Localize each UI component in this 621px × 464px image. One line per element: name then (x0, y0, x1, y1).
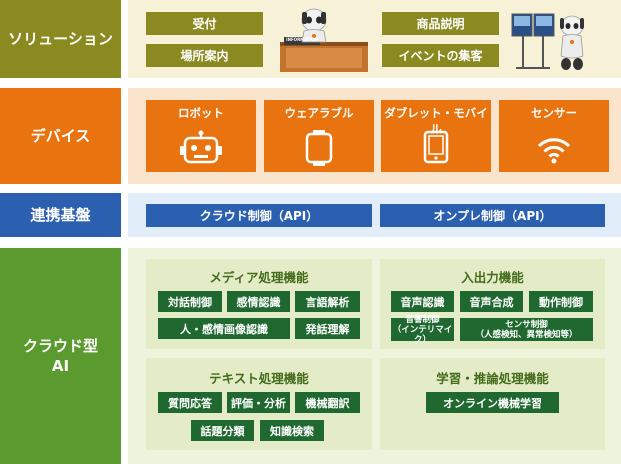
speech-synthesis-button[interactable]: 音声合成 (460, 291, 523, 312)
learning-inference-title: 学習・推論処理機能 (436, 371, 549, 386)
device-robot-label: ロボット (178, 106, 224, 120)
sound-control-sub: （インテリマイク） (392, 324, 453, 345)
robot-icon (180, 130, 222, 164)
device-sensor-label: センサー (531, 106, 577, 120)
media-processing-title: メディア処理機能 (209, 270, 309, 285)
dialogue-control-button[interactable]: 対話制御 (158, 291, 222, 312)
evaluation-analysis-button[interactable]: 評価・分析 (227, 392, 290, 413)
solution-reception-button[interactable]: 受付 (146, 12, 263, 35)
row-label-device: デバイス (0, 88, 121, 184)
sensor-control-button[interactable]: センサ制御 （人感検知、異常検知等） (460, 318, 593, 341)
utterance-understanding-button[interactable]: 発話理解 (295, 318, 360, 339)
io-title: 入出力機能 (461, 270, 524, 285)
sound-control-title: 音響制御 (405, 314, 440, 325)
row-label-cloud-ai: クラウド型 AI (0, 248, 121, 464)
device-tablet-tile[interactable]: ダブレット・モバイル (381, 100, 491, 172)
device-wearable-label: ウェアラブル (284, 106, 354, 120)
question-answering-button[interactable]: 質問応答 (158, 392, 222, 413)
machine-translation-button[interactable]: 機械翻訳 (295, 392, 360, 413)
tablet-icon (423, 130, 449, 164)
cloud-control-api-button[interactable]: クラウド制御（API） (146, 204, 372, 227)
device-sensor-tile[interactable]: センサー (499, 100, 609, 172)
onprem-control-api-button[interactable]: オンプレ制御（API） (380, 204, 605, 227)
sensor-control-title: センサ制御 (505, 319, 548, 330)
information-sign-text: INFORMATION (286, 37, 318, 42)
row-label-solution: ソリューション (0, 0, 121, 78)
solution-product-button[interactable]: 商品説明 (382, 12, 499, 35)
text-processing-title: テキスト処理機能 (209, 371, 309, 386)
motion-control-button[interactable]: 動作制御 (529, 291, 593, 312)
solution-event-button[interactable]: イベントの集客 (382, 44, 499, 67)
language-analysis-button[interactable]: 言語解析 (295, 291, 360, 312)
person-emotion-image-recognition-button[interactable]: 人・感情画像認識 (158, 318, 290, 339)
robot-reception-illustration (280, 8, 368, 72)
digital-signage-robot-illustration (511, 13, 584, 70)
wifi-signal-icon (537, 138, 571, 164)
device-robot-tile[interactable]: ロボット (146, 100, 256, 172)
row-label-link-platform: 連携基盤 (0, 193, 121, 237)
knowledge-search-button[interactable]: 知識検索 (260, 420, 324, 441)
sensor-control-sub: （人感検知、異常検知等） (475, 329, 578, 340)
sound-control-button[interactable]: 音響制御 （インテリマイク） (391, 314, 454, 345)
solution-directions-button[interactable]: 場所案内 (146, 44, 263, 67)
online-machine-learning-button[interactable]: オンライン機械学習 (426, 392, 559, 413)
topic-classification-button[interactable]: 話題分類 (191, 420, 254, 441)
speech-recognition-button[interactable]: 音声認識 (391, 291, 454, 312)
device-tablet-label: ダブレット・モバイル (384, 106, 488, 136)
emotion-recognition-button[interactable]: 感情認識 (227, 291, 290, 312)
device-wearable-tile[interactable]: ウェアラブル (264, 100, 374, 172)
smartwatch-icon (305, 130, 333, 166)
